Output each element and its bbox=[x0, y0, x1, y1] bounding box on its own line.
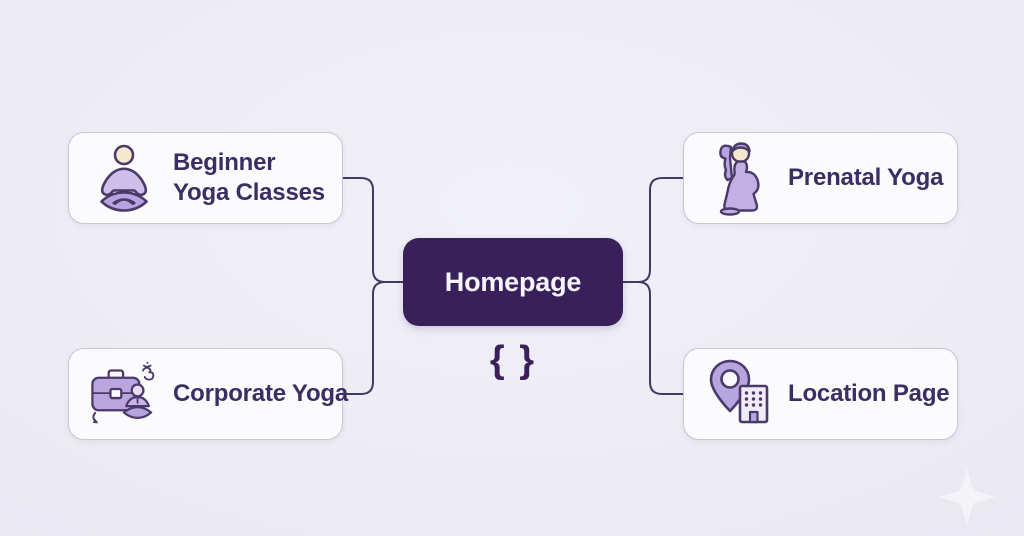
node-label-location: Location Page bbox=[788, 380, 950, 408]
connector-location bbox=[622, 281, 683, 395]
node-homepage: Homepage bbox=[403, 238, 623, 326]
connector-corporate bbox=[343, 281, 404, 395]
code-brace-symbol: { } bbox=[489, 338, 537, 381]
briefcase-om-meditation-icon bbox=[87, 354, 161, 434]
map-pin-building-icon bbox=[702, 354, 776, 434]
node-corporate-yoga: Corporate Yoga bbox=[68, 348, 348, 440]
homepage-label: Homepage bbox=[444, 266, 582, 297]
pregnant-woman-icon bbox=[702, 138, 776, 218]
lotus-meditation-icon bbox=[87, 138, 161, 218]
connector-beginner bbox=[343, 177, 404, 283]
node-label-corporate: Corporate Yoga bbox=[173, 380, 349, 408]
node-prenatal-yoga: Prenatal Yoga bbox=[683, 132, 958, 224]
building-windows bbox=[744, 391, 763, 407]
connector-prenatal bbox=[622, 177, 683, 283]
om-symbol bbox=[142, 361, 155, 381]
node-label-beginner: Beginner Yoga Classes bbox=[173, 149, 325, 206]
node-beginner-yoga-classes: Beginner Yoga Classes bbox=[68, 132, 343, 224]
node-label-prenatal: Prenatal Yoga bbox=[788, 164, 944, 192]
node-location-page: Location Page bbox=[683, 348, 958, 440]
